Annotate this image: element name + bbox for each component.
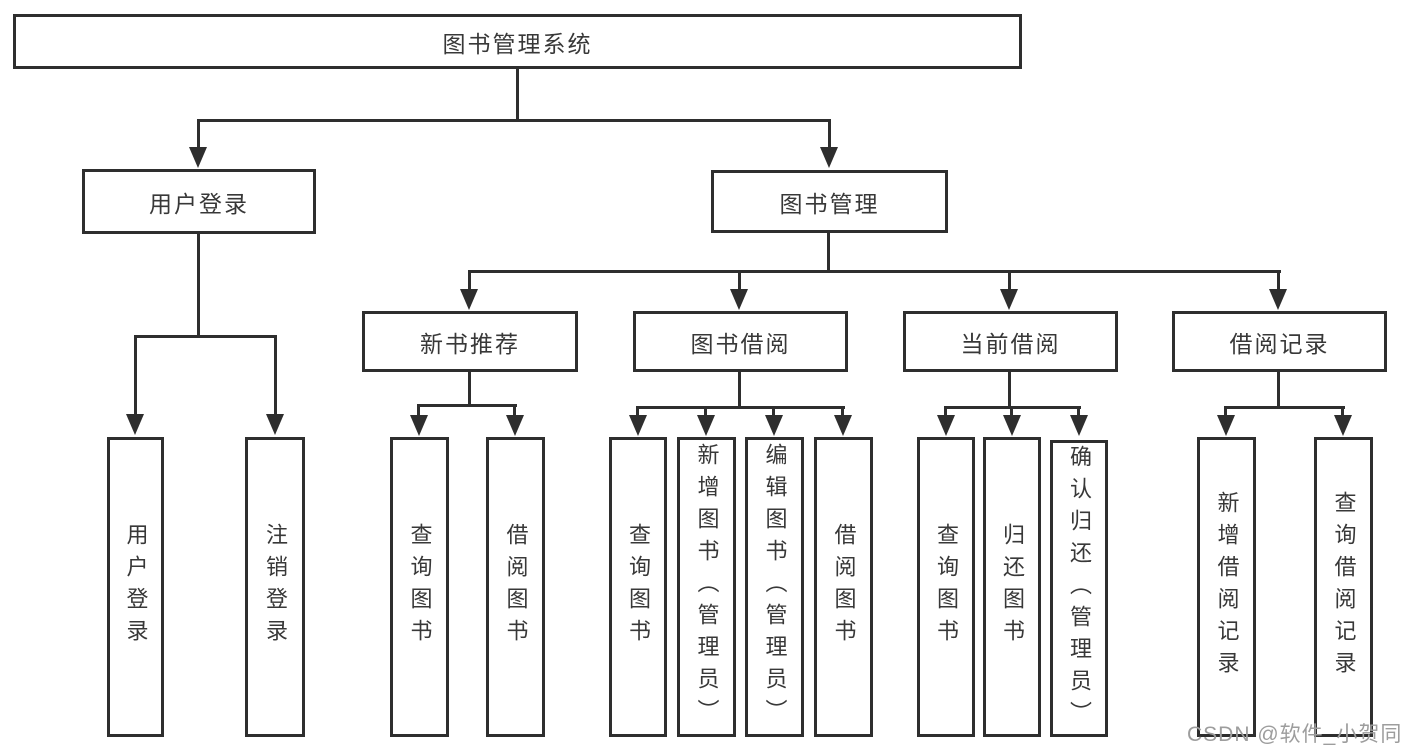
connector-leaf-drop — [1077, 406, 1080, 418]
leaf-return-books-label: 归还图书 — [1000, 523, 1025, 651]
leaf-confirm-return-admin-label: 确认归还（管理员） — [1067, 444, 1092, 733]
arrow-down-icon — [506, 415, 524, 436]
connector-leaf-drop — [1341, 406, 1344, 418]
arrow-down-icon — [1269, 289, 1287, 310]
node-current-borrow: 当前借阅 — [903, 311, 1118, 372]
leaf-edit-books-admin: 编辑图书（管理员） — [745, 437, 804, 737]
leaf-edit-books-admin-label: 编辑图书（管理员） — [762, 443, 788, 731]
arrow-down-icon — [629, 415, 647, 436]
leaf-return-books: 归还图书 — [983, 437, 1041, 737]
node-book-management: 图书管理 — [711, 170, 948, 233]
connector-current-borrow-drop — [1008, 270, 1011, 292]
node-borrow-records-label: 借阅记录 — [1229, 330, 1330, 357]
arrow-down-icon — [697, 415, 715, 436]
leaf-add-books-admin: 新增图书（管理员） — [677, 437, 736, 737]
node-root-label: 图书管理系统 — [442, 30, 593, 57]
arrow-down-icon — [410, 415, 428, 436]
connector-leaf-drop — [704, 406, 707, 418]
leaf-add-books-admin-label: 新增图书（管理员） — [694, 443, 720, 731]
leaf-logout: 注销登录 — [245, 437, 305, 737]
leaf-recommend-query-books-label: 查询图书 — [407, 523, 433, 651]
connector-book-mgmt-stem — [827, 233, 830, 273]
connector-new-book-rail — [417, 404, 517, 407]
node-new-book-recommend: 新书推荐 — [362, 311, 578, 372]
leaf-user-login-label: 用户登录 — [123, 523, 149, 651]
leaf-recommend-borrow-books-label: 借阅图书 — [503, 523, 529, 651]
leaf-current-query-books-label: 查询图书 — [934, 523, 959, 651]
arrow-down-icon — [460, 289, 478, 310]
arrow-down-icon — [126, 414, 144, 435]
connector-leaf-drop — [944, 406, 947, 418]
connector-book-borrow-stem — [738, 372, 741, 409]
connector-user-login-stem — [197, 233, 200, 338]
leaf-logout-label: 注销登录 — [263, 523, 288, 651]
leaf-add-borrow-record: 新增借阅记录 — [1197, 437, 1256, 737]
connector-current-borrow-stem — [1008, 372, 1011, 409]
node-user-login-label: 用户登录 — [149, 190, 249, 217]
csdn-watermark: CSDN @软件_小贺同学 — [1187, 723, 1403, 746]
leaf-recommend-query-books: 查询图书 — [390, 437, 449, 737]
leaf-borrow-query-books-label: 查询图书 — [626, 523, 651, 651]
connector-leaf-drop — [417, 404, 420, 418]
leaf-confirm-return-admin: 确认归还（管理员） — [1050, 440, 1108, 737]
node-borrow-records: 借阅记录 — [1172, 311, 1387, 372]
connector-level3-rail — [468, 270, 1281, 273]
leaf-recommend-borrow-books: 借阅图书 — [486, 437, 545, 737]
leaf-query-borrow-record-label: 查询借阅记录 — [1331, 491, 1357, 683]
leaf-add-borrow-record-label: 新增借阅记录 — [1214, 491, 1240, 683]
arrow-down-icon — [765, 415, 783, 436]
connector-logout-leaf-drop — [274, 335, 277, 415]
node-book-borrow-label: 图书借阅 — [690, 330, 791, 357]
arrow-down-icon — [730, 289, 748, 310]
connector-leaf-drop — [841, 406, 844, 418]
leaf-query-borrow-record: 查询借阅记录 — [1314, 437, 1373, 737]
connector-leaf-drop — [513, 404, 516, 418]
connector-borrow-records-stem — [1277, 372, 1280, 409]
connector-leaf-drop — [772, 406, 775, 418]
arrow-down-icon — [266, 414, 284, 435]
leaf-borrow-query-books: 查询图书 — [609, 437, 667, 737]
connector-user-login-rail — [134, 335, 277, 338]
arrow-down-icon — [1003, 415, 1021, 436]
arrow-down-icon — [1000, 289, 1018, 310]
connector-leaf-drop — [1224, 406, 1227, 418]
connector-book-borrow-rail — [636, 406, 845, 409]
arrow-down-icon — [189, 147, 207, 168]
leaf-current-query-books: 查询图书 — [917, 437, 975, 737]
connector-leaf-drop — [1010, 406, 1013, 418]
connector-borrow-record-drop — [1277, 270, 1280, 292]
connector-book-borrow-drop — [738, 270, 741, 292]
node-book-management-label: 图书管理 — [779, 190, 880, 217]
node-root-system: 图书管理系统 — [13, 14, 1022, 69]
leaf-borrow-books-label: 借阅图书 — [831, 523, 857, 651]
connector-leaf-drop — [636, 406, 639, 418]
connector-root-rail — [197, 119, 831, 122]
node-new-book-recommend-label: 新书推荐 — [420, 330, 520, 357]
connector-borrow-records-rail — [1224, 406, 1345, 409]
arrow-down-icon — [834, 415, 852, 436]
node-user-login: 用户登录 — [82, 169, 316, 234]
leaf-borrow-books: 借阅图书 — [814, 437, 873, 737]
arrow-down-icon — [1334, 415, 1352, 436]
arrow-down-icon — [820, 147, 838, 168]
connector-new-book-stem — [468, 372, 471, 407]
connector-root-stem — [516, 68, 519, 120]
connector-login-leaf-drop — [134, 335, 137, 415]
arrow-down-icon — [937, 415, 955, 436]
arrow-down-icon — [1070, 415, 1088, 436]
connector-user-login-drop — [197, 119, 200, 150]
node-book-borrow: 图书借阅 — [633, 311, 848, 372]
leaf-user-login: 用户登录 — [107, 437, 164, 737]
node-current-borrow-label: 当前借阅 — [960, 330, 1061, 357]
connector-new-book-drop — [468, 270, 471, 292]
arrow-down-icon — [1217, 415, 1235, 436]
connector-book-mgmt-drop — [828, 119, 831, 150]
